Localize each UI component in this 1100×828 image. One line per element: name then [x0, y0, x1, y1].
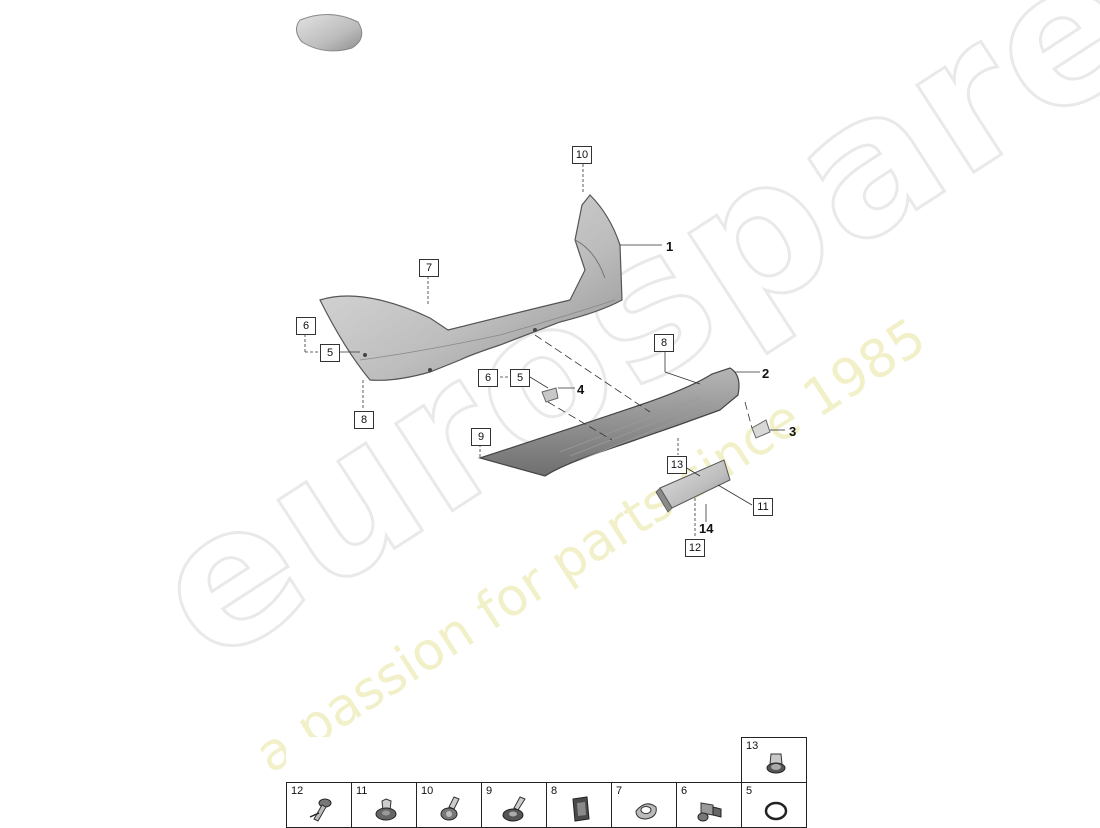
reflector-part [751, 419, 771, 439]
parts-cell-number: 13 [746, 740, 759, 752]
parts-cell-13[interactable]: 13 [741, 737, 807, 783]
callout-9: 9 [471, 428, 491, 446]
callout-6-left: 6 [296, 317, 316, 335]
exploded-parts-diagram [296, 14, 785, 538]
parts-cell-12[interactable]: 12 [286, 782, 352, 828]
parts-cell-number: 5 [746, 785, 753, 797]
callout-12: 12 [685, 539, 705, 557]
mounting-bracket [541, 387, 559, 403]
parts-cell-7[interactable]: 7 [611, 782, 677, 828]
parts-cell-number: 11 [356, 785, 368, 797]
license-plate-bracket [655, 459, 731, 513]
parts-cell-5[interactable]: 5 [741, 782, 807, 828]
callout-13: 13 [667, 456, 687, 474]
diffuser-panel [477, 367, 740, 477]
fastener-parts-table: 13 12 11 10 [286, 737, 807, 828]
parts-cell-6[interactable]: 6 [676, 782, 742, 828]
callout-14: 14 [699, 521, 714, 536]
callout-11: 11 [753, 498, 773, 516]
callout-8-right: 8 [654, 334, 674, 352]
callout-4: 4 [577, 382, 585, 397]
parts-cell-number: 12 [291, 785, 304, 797]
color-swatch-icon [296, 14, 363, 52]
leader-lines [304, 164, 785, 538]
callout-5-right: 5 [510, 369, 530, 387]
parts-cell-10[interactable]: 10 [416, 782, 482, 828]
callout-6-right: 6 [478, 369, 498, 387]
parts-cell-number: 9 [486, 785, 493, 797]
rear-bumper-cover [319, 194, 623, 381]
parts-cell-9[interactable]: 9 [481, 782, 547, 828]
parts-cell-number: 6 [681, 785, 688, 797]
parts-cell-number: 10 [421, 785, 434, 797]
parts-cell-11[interactable]: 11 [351, 782, 417, 828]
callout-2: 2 [762, 366, 770, 381]
callout-3: 3 [789, 424, 797, 439]
parts-cell-8[interactable]: 8 [546, 782, 612, 828]
callout-7: 7 [419, 259, 439, 277]
callout-5-left: 5 [320, 344, 340, 362]
parts-cell-number: 8 [551, 785, 558, 797]
callout-10: 10 [572, 146, 592, 164]
parts-cell-number: 7 [616, 785, 623, 797]
flange-bolt-icon [766, 753, 786, 774]
callout-1: 1 [666, 239, 674, 254]
callout-8-left: 8 [354, 411, 374, 429]
